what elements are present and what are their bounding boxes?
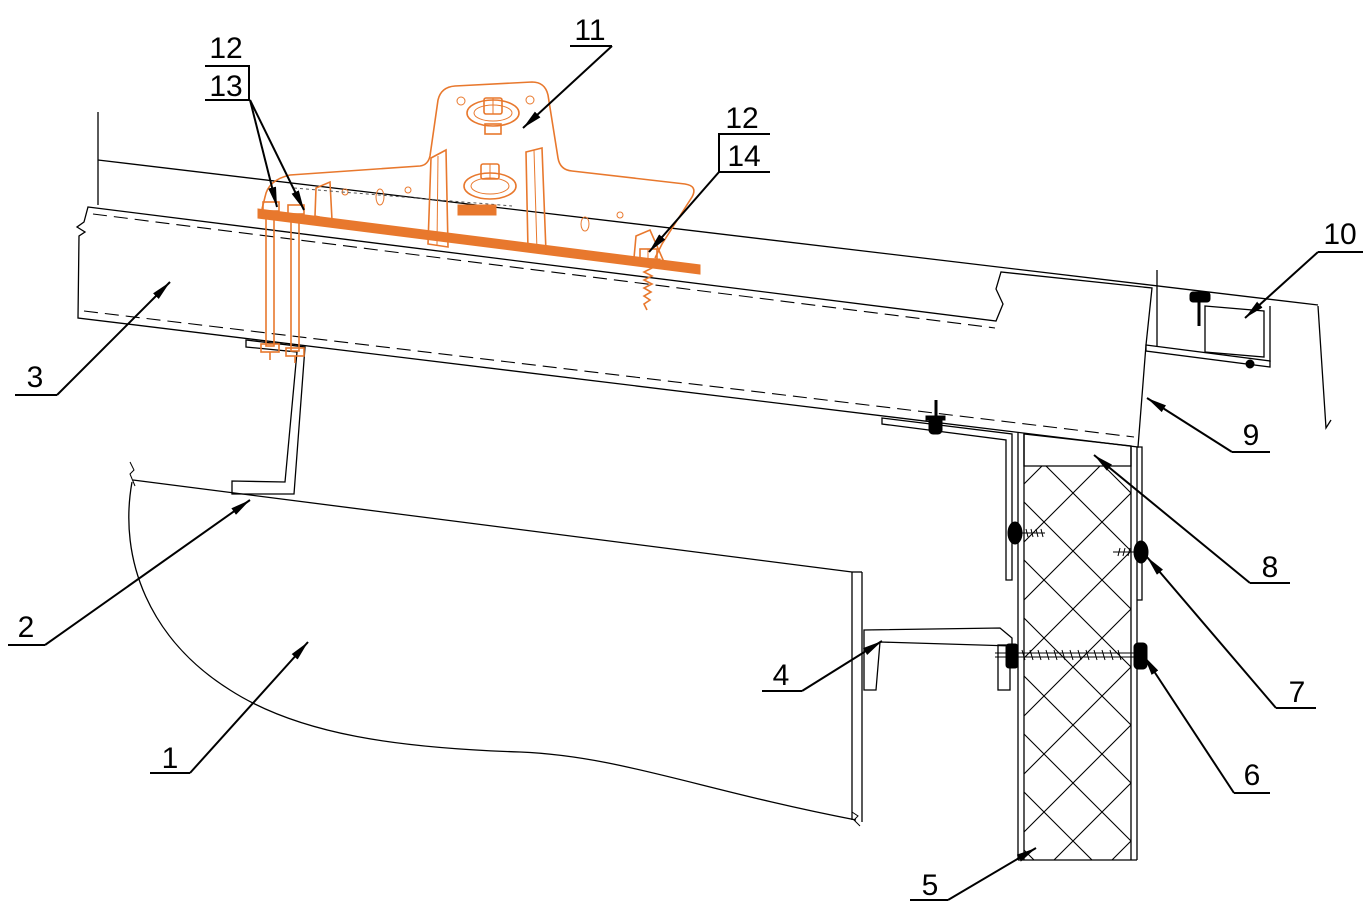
leader-line xyxy=(249,99,305,211)
bracket-rib-left xyxy=(427,148,449,248)
filler-screw-icon xyxy=(1189,291,1211,326)
screw-right-icon xyxy=(1113,540,1149,564)
beam-break-mark-left xyxy=(129,461,136,487)
seal-filler xyxy=(1023,433,1132,467)
callout-8: 8 xyxy=(1093,454,1290,584)
bracket-base-plate xyxy=(257,208,701,275)
roof-sandwich-panel xyxy=(75,206,1153,448)
bracket-center-line xyxy=(293,187,513,207)
lower-slot-icon xyxy=(463,163,517,200)
screw-left-icon xyxy=(1007,521,1045,545)
leader-line xyxy=(56,281,171,396)
callout-1: 1 xyxy=(150,641,309,775)
wall-sandwich-panel xyxy=(1017,433,1143,861)
callout-number: 5 xyxy=(922,869,939,902)
callout-number: 4 xyxy=(773,659,790,692)
callout-number: 14 xyxy=(727,140,760,173)
roof-panel-insulation xyxy=(75,206,1153,448)
roof-covering xyxy=(97,112,1332,431)
callout-12-13: 12 13 xyxy=(205,32,305,211)
bracket-outline xyxy=(261,81,695,259)
ridge-filler-assembly xyxy=(1145,291,1271,369)
wall-panel-insulation xyxy=(1024,466,1131,860)
angle-profile xyxy=(863,627,1013,691)
roof-covering-top-line xyxy=(97,159,1319,306)
callout-number: 7 xyxy=(1289,676,1306,709)
callout-number: 3 xyxy=(27,361,44,394)
strip-rivet-icon xyxy=(1245,359,1255,369)
callout-number: 10 xyxy=(1323,218,1356,251)
self-tapping-screw-icon xyxy=(636,248,661,311)
callout-10: 10 xyxy=(1244,218,1363,319)
bracket-rib-left-edge xyxy=(436,155,439,246)
ridge-filler xyxy=(1204,305,1265,358)
leader-line xyxy=(44,499,251,646)
callout-11: 11 xyxy=(522,14,613,129)
filler-support-strip xyxy=(1145,344,1271,368)
beam-break-curve xyxy=(128,481,857,821)
leader-line xyxy=(249,99,278,208)
bracket-rib-right xyxy=(525,146,547,253)
callout-number: 2 xyxy=(18,611,35,644)
callout-5: 5 xyxy=(910,847,1037,902)
callout-9: 9 xyxy=(1146,397,1270,453)
callout-3: 3 xyxy=(15,281,171,396)
callout-number: 11 xyxy=(574,14,605,47)
roof-panel-top-liner xyxy=(92,213,996,329)
leader-line xyxy=(1146,397,1233,453)
bracket-logo xyxy=(457,204,497,216)
mounting-bracket xyxy=(257,81,701,363)
bracket-rib-right-edge xyxy=(533,149,538,252)
z-bracket xyxy=(231,339,306,495)
callout-7: 7 xyxy=(1146,556,1316,709)
purlin-beam xyxy=(128,461,863,827)
callout-number: 6 xyxy=(1244,759,1261,792)
bracket-gusset-left xyxy=(314,180,333,222)
leader-line xyxy=(189,641,309,774)
bracket-holes xyxy=(341,95,624,232)
beam-break-mark-right xyxy=(851,811,861,827)
beam-top-edge xyxy=(132,479,853,573)
callout-number: 12 xyxy=(725,102,758,135)
anchor-bolt-left-icon xyxy=(260,201,280,360)
leader-line xyxy=(1146,556,1277,709)
anchor-bolt-right-icon xyxy=(285,204,305,363)
leader-line xyxy=(947,847,1037,901)
leader-line xyxy=(1143,655,1235,794)
upper-slot-icon xyxy=(466,97,520,135)
callout-number: 8 xyxy=(1262,551,1279,584)
callout-12-14: 12 14 xyxy=(648,102,770,253)
callout-number: 1 xyxy=(162,742,179,775)
leader-line xyxy=(648,171,720,253)
right-break-line xyxy=(1317,305,1332,431)
leader-line xyxy=(522,45,613,129)
inner-flashing xyxy=(881,417,1013,581)
roof-panel-bottom-liner xyxy=(83,310,1135,438)
through-screw-icon xyxy=(995,642,1148,670)
callout-number: 12 xyxy=(209,32,242,65)
callout-2: 2 xyxy=(8,499,251,646)
leader-line xyxy=(1244,251,1319,319)
outer-flashing xyxy=(1137,446,1143,601)
leader-line xyxy=(1093,454,1251,584)
callout-6: 6 xyxy=(1143,655,1270,794)
callout-4: 4 xyxy=(762,640,883,692)
bracket-gusset-right xyxy=(633,228,666,263)
angle-section xyxy=(863,627,1013,691)
leader-line xyxy=(801,640,883,692)
callout-number: 9 xyxy=(1243,419,1260,452)
callout-number: 13 xyxy=(209,70,242,103)
flashing-screw-icon xyxy=(925,400,946,435)
